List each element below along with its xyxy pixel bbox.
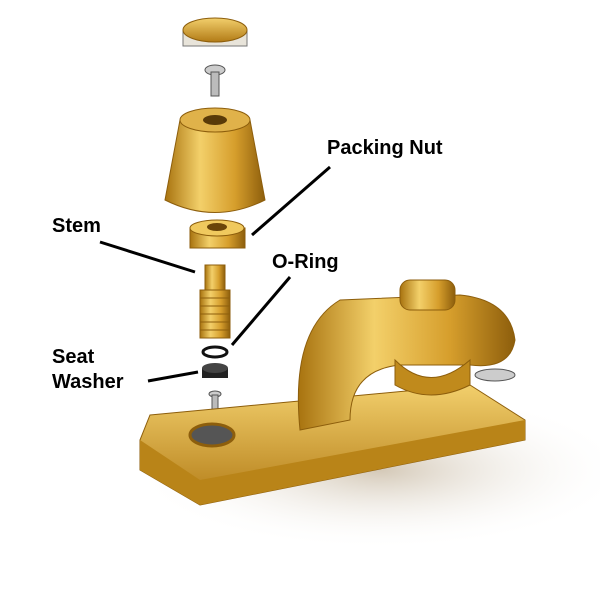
label-washer: Washer	[52, 371, 124, 393]
label-seat: Seat	[52, 346, 95, 368]
handle-cap	[182, 17, 248, 47]
stem	[199, 264, 231, 339]
o-ring	[201, 345, 229, 359]
faucet-body	[139, 279, 526, 506]
handle-screw	[204, 64, 226, 97]
label-o-ring: O-Ring	[272, 251, 339, 273]
packing-nut	[189, 219, 246, 249]
leader-lines	[99, 165, 331, 383]
label-packing-nut: Packing Nut	[327, 137, 443, 159]
label-stem: Stem	[52, 215, 101, 237]
seat-washer	[202, 363, 228, 378]
